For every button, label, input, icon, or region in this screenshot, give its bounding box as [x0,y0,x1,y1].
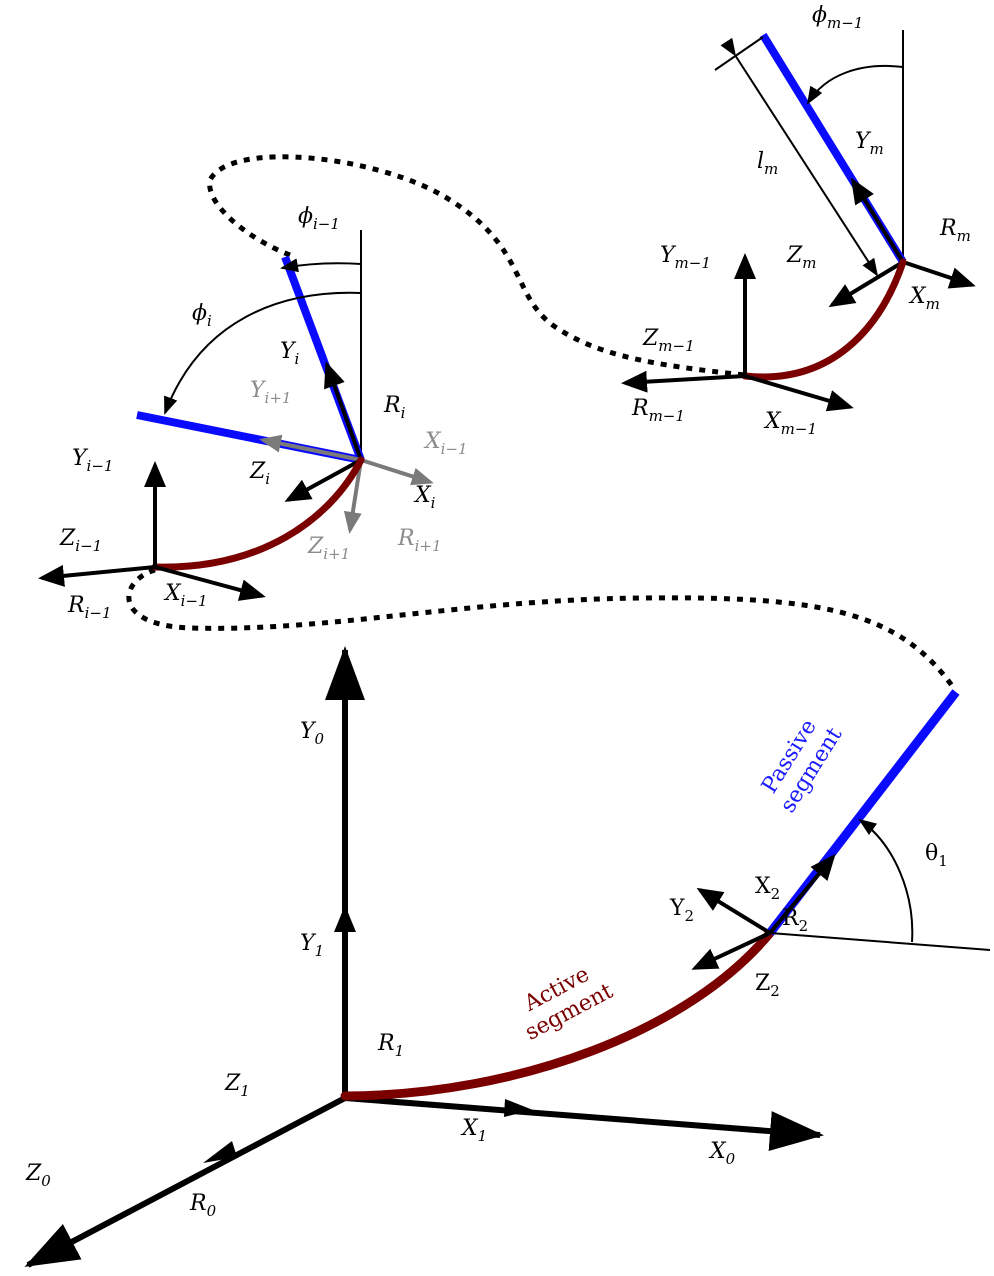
label-yi1: Yi+1 [250,378,291,407]
dotted-connector-lower [126,567,958,692]
label-ri: Ri [383,393,406,422]
label-ymm1: Ym−1 [660,243,711,272]
x0-axis [344,1095,824,1152]
label-xm: Xm [908,284,940,313]
z0-axis [24,1095,347,1268]
xm-axis [902,260,976,289]
label-ri1: Ri+1 [397,526,442,555]
phi-m-arc [806,65,904,105]
z2-axis [691,931,771,970]
label-y1: Y1 [300,931,324,960]
label-xi: Xi [413,483,436,512]
phi-i-arc [164,291,362,415]
dotted-connector-upper [207,154,746,378]
xmm1-axis [744,374,854,412]
label-z1: Z1 [224,1071,250,1100]
label-x2: X2 [755,874,780,903]
zm-axis [828,260,905,308]
label-yim1: Yi−1 [72,446,113,475]
passive-segment-label: Passive segment [757,715,847,817]
active-segment-i [151,456,365,571]
zim1-axis [38,564,156,587]
zmm1-axis [621,370,746,393]
label-zi: Zi [249,459,270,488]
phi-prev-arc [280,258,362,273]
y2-axis [696,887,772,935]
label-rm: Rm [939,216,971,245]
label-y0: Y0 [300,719,325,748]
yi1-axis [259,434,362,462]
label-rmm1: Rm−1 [631,396,685,425]
ym-axis [850,177,905,264]
label-xmm1: Xm−1 [763,409,817,438]
z1-arrowhead [203,1141,237,1163]
label-y2: Y2 [669,896,694,925]
theta-reference-line [769,932,991,951]
label-r2: R2 [782,906,808,935]
label-ym: Ym [855,129,884,158]
label-zm: Zm [786,243,817,272]
label-yi: Yi [280,339,300,368]
zi-axis [284,458,362,502]
label-z2: Z2 [755,971,780,1000]
x1-arrowhead [504,1099,533,1117]
active-segment-label: Active segment [519,962,617,1046]
yi-axis [324,361,363,461]
label-r1: R1 [377,1031,404,1060]
x2-axis [768,853,836,935]
label-phi-m-1: ϕm−1 [812,3,863,32]
active-segment-m [741,258,907,381]
label-zmm1: Zm−1 [642,326,695,355]
label-zi1: Zi+1 [307,534,350,563]
label-x1: X1 [460,1116,487,1145]
label-phi-i: ϕi [192,301,212,330]
lm-tick [714,36,764,71]
label-x0: X0 [708,1139,736,1168]
zi1-axis [343,459,363,534]
active-segment-base [340,928,775,1101]
label-xim1-gray: Xi−1 [423,429,468,458]
label-lm: lm [757,149,778,178]
label-xim1: Xi−1 [163,581,208,610]
label-z0: Z0 [25,1161,51,1190]
label-theta1: θ1 [925,841,948,870]
label-rim1: Ri−1 [67,593,112,622]
label-zim1: Zi−1 [59,526,102,555]
xim1-gray-axis [360,458,434,486]
lm-dimension [720,37,879,277]
xim1-axis [154,565,266,601]
y1-arrowhead [335,905,355,930]
label-r0: R0 [189,1191,217,1220]
theta-arc [858,818,914,943]
label-phi-i-1: ϕi−1 [298,204,340,233]
